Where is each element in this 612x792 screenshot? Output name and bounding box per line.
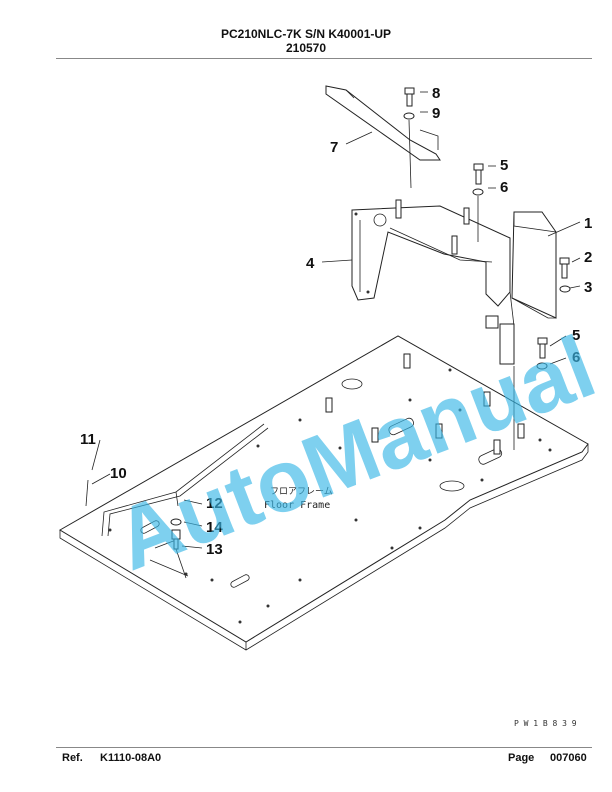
callout-4: 4 — [306, 255, 315, 272]
callout-1: 1 — [584, 215, 592, 232]
callout-5-lower: 5 — [572, 327, 580, 344]
bolt-2-washer-3 — [559, 257, 571, 293]
callout-6-upper: 6 — [500, 179, 508, 196]
callout-8: 8 — [432, 85, 440, 102]
callout-2: 2 — [584, 249, 592, 266]
callout-11: 11 — [80, 431, 96, 448]
callout-7: 7 — [330, 139, 338, 156]
drawing-code: P W 1 B 8 3 9 — [514, 719, 577, 728]
bracket-4 — [351, 199, 515, 365]
bolt-8-washer-9 — [403, 87, 415, 189]
callout-12: 12 — [206, 495, 223, 512]
strip-7 — [325, 85, 441, 161]
callout-9: 9 — [432, 105, 440, 122]
callout-13: 13 — [206, 541, 223, 558]
footer-divider — [56, 747, 592, 748]
callout-5-upper: 5 — [500, 157, 508, 174]
page-value: 007060 — [550, 752, 587, 764]
floor-frame-label-en: Floor Frame — [264, 500, 330, 511]
callout-14: 14 — [206, 519, 223, 536]
leader-lines — [91, 91, 581, 549]
bolt-5-washer-6-upper — [472, 163, 484, 242]
callout-6-lower: 6 — [572, 349, 580, 366]
ref-label: Ref. — [62, 752, 83, 764]
ref-value: K1110-08A0 — [100, 752, 162, 764]
header-divider — [56, 58, 592, 59]
parts-diagram: 1 2 3 4 5 6 5 6 7 8 9 10 11 12 13 14 フロア… — [59, 85, 607, 728]
callout-10: 10 — [110, 465, 127, 482]
catalog-model-title: PC210NLC-7K S/N K40001-UP — [220, 27, 392, 41]
callout-3: 3 — [584, 279, 592, 296]
page-label: Page — [508, 752, 535, 764]
bolt-5-washer-6-lower — [513, 337, 548, 450]
floor-frame-plate — [59, 335, 589, 651]
floor-frame-label-jp: フロアフレーム — [270, 486, 333, 497]
control-rod — [85, 423, 269, 537]
group-number: 210570 — [285, 41, 327, 55]
bolt-13-washer-14 — [170, 518, 187, 579]
cover-1 — [511, 211, 557, 319]
